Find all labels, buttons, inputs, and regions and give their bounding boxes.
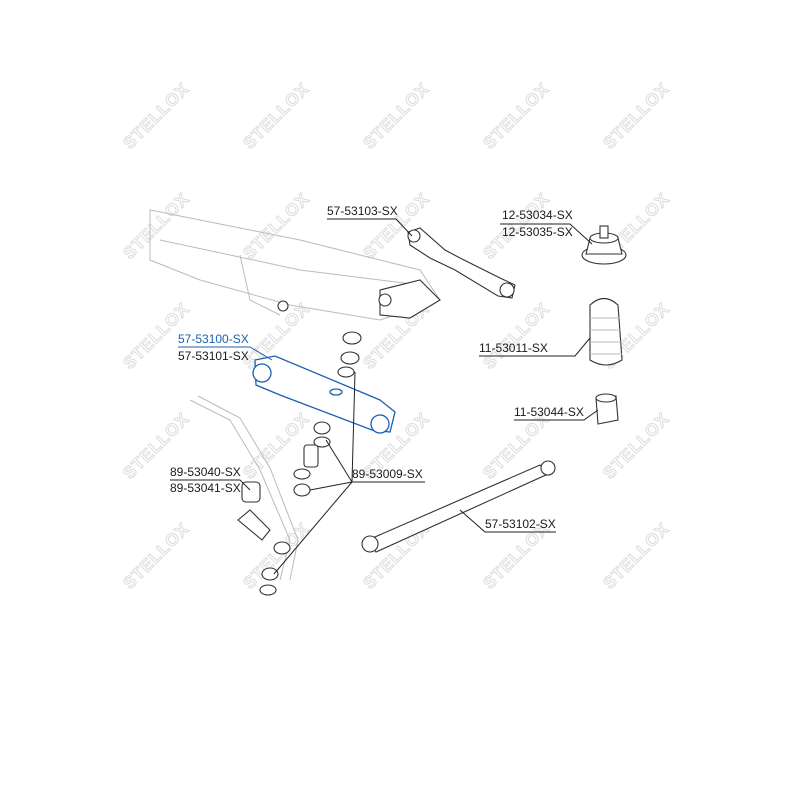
stabilizer-bush-part (237, 481, 271, 541)
label-upper-link[interactable]: 57-53103-SX (327, 204, 398, 218)
watermark-text: STELLOX (239, 189, 313, 263)
strut-mount-part (581, 225, 627, 265)
watermark-text: STELLOX (479, 299, 553, 373)
label-link-bushings[interactable]: 89-53009-SX (352, 467, 423, 481)
watermark-text: STELLOX (239, 79, 313, 153)
label-trailing-link[interactable]: 57-53102-SX (485, 517, 556, 531)
watermark-text: STELLOX (119, 79, 193, 153)
label-bump-stop[interactable]: 11-53044-SX (514, 405, 584, 419)
label-strut-mount-1[interactable]: 12-53034-SX (502, 208, 573, 222)
trailing-link-part (361, 460, 556, 553)
label-bump-stop-boot[interactable]: 11-53011-SX (479, 341, 548, 355)
lower-arm-part (252, 355, 396, 434)
label-stabilizer-bush-2[interactable]: 89-53041-SX (170, 481, 241, 495)
watermark-text: STELLOX (479, 79, 553, 153)
label-stabilizer-bush-1[interactable]: 89-53040-SX (170, 465, 241, 479)
watermark-text: STELLOX (119, 189, 193, 263)
bump-stop-boot-part (589, 297, 623, 366)
label-strut-mount-2[interactable]: 12-53035-SX (502, 225, 573, 239)
watermark-text: STELLOX (599, 519, 673, 593)
bushings-part (259, 331, 362, 596)
label-lower-arm-1[interactable]: 57-53100-SX (178, 332, 249, 346)
bump-stop-part (595, 393, 619, 425)
watermark-text: STELLOX (359, 79, 433, 153)
label-lower-arm-2[interactable]: 57-53101-SX (178, 349, 249, 363)
leader-lines (170, 218, 599, 575)
watermark-text: STELLOX (599, 79, 673, 153)
upper-link-part (407, 227, 516, 299)
watermark-text: STELLOX (119, 519, 193, 593)
